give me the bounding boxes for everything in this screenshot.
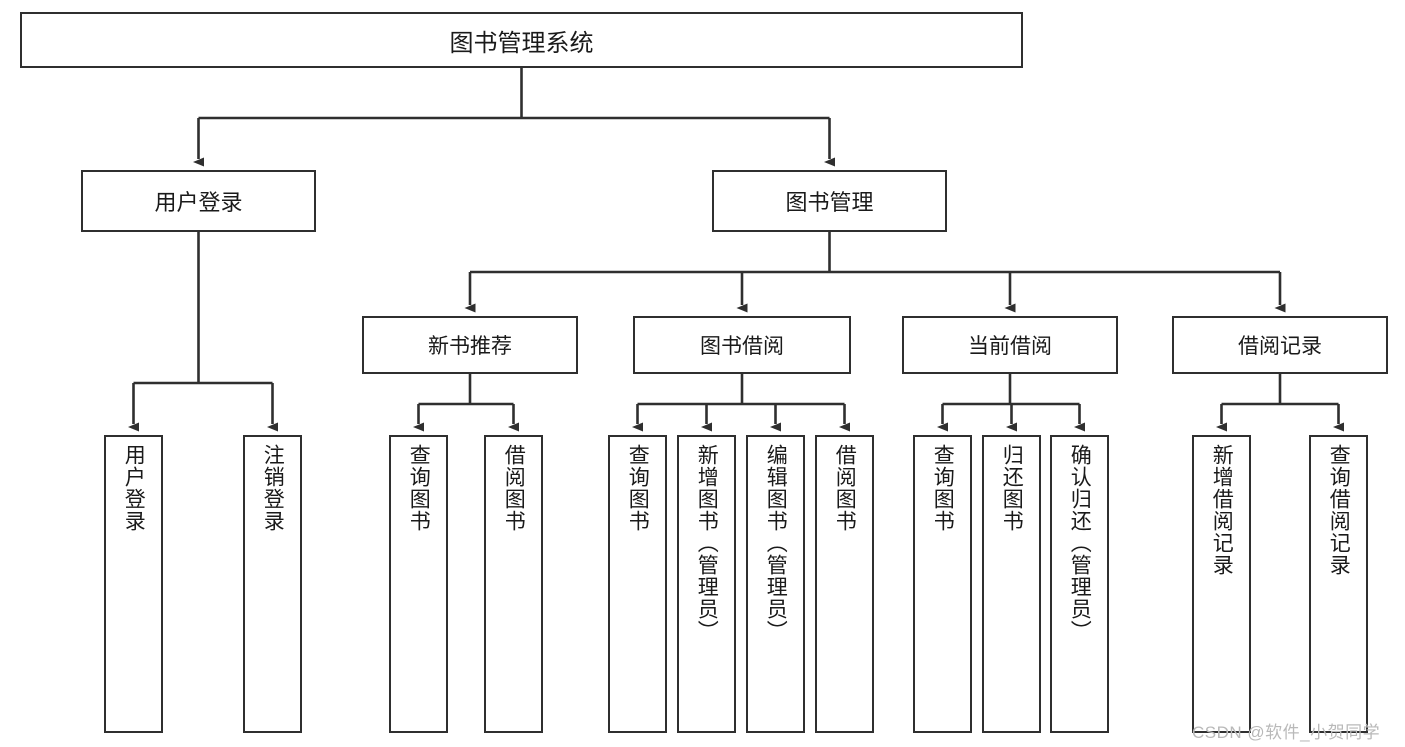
node-label: 借阅图书 <box>833 444 857 532</box>
node-label: 当前借阅 <box>968 335 1052 358</box>
node-label: 新增图书（管理员） <box>695 444 719 642</box>
node-label: 借阅记录 <box>1238 335 1322 358</box>
node-leaf-11[interactable]: 新增借阅记录 <box>1192 435 1251 733</box>
node-label: 查询图书 <box>931 444 955 532</box>
node-level2-3[interactable]: 借阅记录 <box>1172 316 1388 374</box>
node-label: 图书借阅 <box>700 335 784 358</box>
node-leaf-12[interactable]: 查询借阅记录 <box>1309 435 1368 733</box>
node-label: 确认归还（管理员） <box>1068 444 1092 642</box>
node-label: 图书管理 <box>785 190 874 215</box>
node-label: 编辑图书（管理员） <box>764 444 788 642</box>
node-label: 新增借阅记录 <box>1210 444 1234 576</box>
node-label: 新书推荐 <box>428 335 512 358</box>
node-level2-0[interactable]: 新书推荐 <box>362 316 578 374</box>
node-label: 图书管理系统 <box>449 29 594 57</box>
watermark-text: CSDN @软件_小贺同学 <box>1192 723 1381 742</box>
node-leaf-1[interactable]: 注销登录 <box>243 435 302 733</box>
node-leaf-4[interactable]: 查询图书 <box>608 435 667 733</box>
node-label: 查询借阅记录 <box>1327 444 1351 576</box>
node-label: 借阅图书 <box>502 444 526 532</box>
node-label: 注销登录 <box>261 444 285 532</box>
node-level2-2[interactable]: 当前借阅 <box>902 316 1118 374</box>
node-leaf-5[interactable]: 新增图书（管理员） <box>677 435 736 733</box>
node-level1-0[interactable]: 用户登录 <box>81 170 316 232</box>
node-label: 查询图书 <box>407 444 431 532</box>
node-label: 用户登录 <box>154 190 243 215</box>
node-leaf-9[interactable]: 归还图书 <box>982 435 1041 733</box>
node-leaf-2[interactable]: 查询图书 <box>389 435 448 733</box>
node-leaf-8[interactable]: 查询图书 <box>913 435 972 733</box>
node-level1-1[interactable]: 图书管理 <box>712 170 947 232</box>
node-label: 查询图书 <box>626 444 650 532</box>
node-root[interactable]: 图书管理系统 <box>20 12 1023 68</box>
node-label: 归还图书 <box>1000 444 1024 532</box>
node-leaf-6[interactable]: 编辑图书（管理员） <box>746 435 805 733</box>
node-label: 用户登录 <box>122 444 146 532</box>
node-leaf-7[interactable]: 借阅图书 <box>815 435 874 733</box>
node-level2-1[interactable]: 图书借阅 <box>633 316 851 374</box>
node-leaf-10[interactable]: 确认归还（管理员） <box>1050 435 1109 733</box>
node-leaf-0[interactable]: 用户登录 <box>104 435 163 733</box>
node-leaf-3[interactable]: 借阅图书 <box>484 435 543 733</box>
